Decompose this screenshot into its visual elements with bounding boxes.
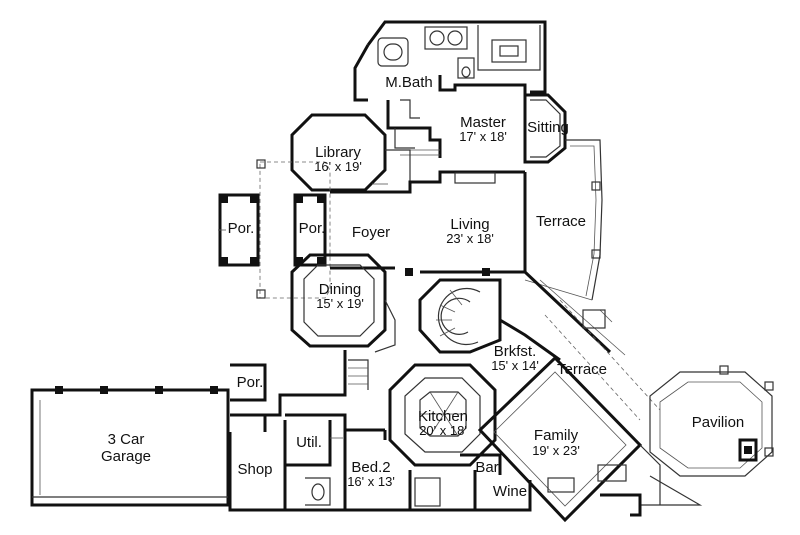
room-size-family: 19' x 23' (532, 443, 580, 458)
room-label-util: Util. (296, 434, 322, 451)
room-label-master: Master (460, 114, 506, 131)
room-size-master: 17' x 18' (459, 129, 507, 144)
sitting-bay (523, 93, 567, 164)
room-size-living: 23' x 18' (446, 231, 494, 246)
room-label-shop: Shop (237, 461, 272, 478)
library-room (290, 113, 411, 192)
room-label-sitting: Sitting (527, 119, 569, 136)
dining-room (290, 253, 396, 353)
room-label-porch-garage: Por. (237, 374, 264, 391)
room-label-living: Living (450, 216, 489, 233)
room-label-porch-left: Por. (228, 220, 255, 237)
room-label-brkfst: Brkfst. (494, 343, 537, 360)
room-label-pavilion: Pavilion (692, 414, 745, 431)
kitchen-family-walls (388, 355, 661, 523)
room-label-bar: Bar (475, 459, 498, 476)
room-size-brkfst: 15' x 14' (491, 358, 539, 373)
garage (30, 386, 230, 507)
foyer-living-walls (330, 170, 527, 276)
lower-terrace-pavilion (544, 299, 774, 506)
room-label-terrace-lower: Terrace (557, 361, 607, 378)
entry-porches (218, 159, 331, 299)
room-label-porch-middle: Por. (299, 220, 326, 237)
room-label-wine: Wine (493, 483, 527, 500)
room-label-dining: Dining (319, 281, 362, 298)
room-label-bed2: Bed.2 (351, 459, 390, 476)
room-label-m-bath: M.Bath (385, 74, 433, 91)
master-suite-walls (353, 20, 547, 160)
room-label-library: Library (315, 144, 361, 161)
room-label-terrace-upper: Terrace (536, 213, 586, 230)
room-size-dining: 15' x 19' (316, 296, 364, 311)
room-label-garage-line2: Garage (101, 448, 151, 465)
room-label-family: Family (534, 427, 579, 444)
room-label-kitchen: Kitchen (418, 408, 468, 425)
room-size-bed2: 16' x 13' (347, 474, 395, 489)
room-label-foyer: Foyer (352, 224, 390, 241)
room-size-library: 16' x 19' (314, 159, 362, 174)
room-size-kitchen: 20' x 18' (419, 423, 467, 438)
service-wing (228, 350, 475, 512)
room-label-garage-line1: 3 Car (108, 431, 145, 448)
